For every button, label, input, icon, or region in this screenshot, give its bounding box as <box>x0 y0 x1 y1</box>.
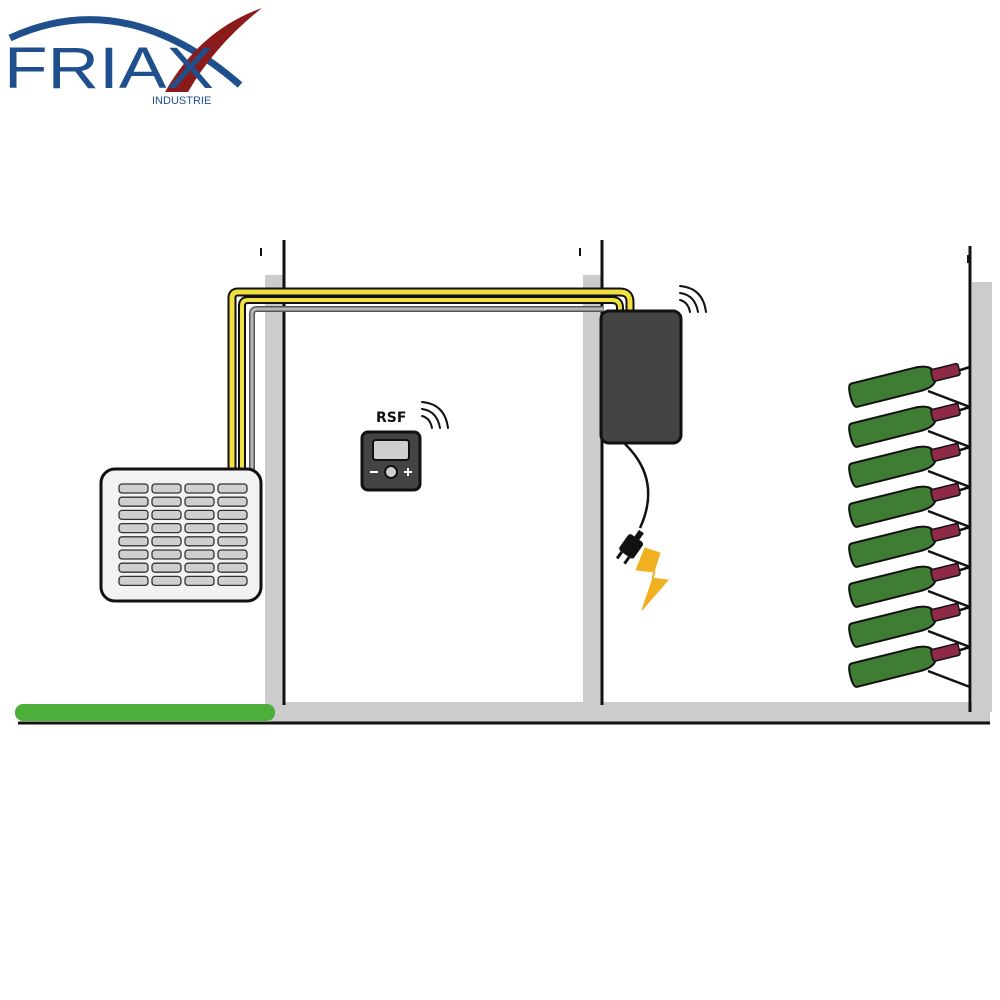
rack-bar <box>927 669 971 689</box>
grille-slot <box>151 483 182 494</box>
refrigerant-lines <box>227 287 635 470</box>
logo-subtitle: INDUSTRIE <box>152 95 211 107</box>
indoor-unit-box <box>599 285 707 611</box>
grille-slot <box>118 562 149 573</box>
bottles <box>848 362 961 688</box>
grille-slot <box>217 522 248 534</box>
grille-slot <box>118 575 149 587</box>
grille-slot <box>151 562 182 573</box>
grille-slot <box>118 483 149 494</box>
rack-bar <box>927 389 971 409</box>
grille-slot <box>217 562 248 573</box>
grille-slot <box>118 549 149 560</box>
wine-bottle-icon <box>848 642 961 688</box>
grille-slot <box>151 575 182 587</box>
plus-icon <box>404 468 412 476</box>
rack-bar <box>927 509 971 529</box>
grille-slot <box>217 575 248 587</box>
rack-bar <box>927 429 971 449</box>
bottle-neck <box>930 402 961 422</box>
rack-bar <box>927 629 971 649</box>
outdoor-condensing-unit <box>99 467 263 603</box>
wall-left <box>265 275 285 705</box>
controller-knob <box>384 465 398 479</box>
bottle-neck <box>930 562 961 582</box>
wine-bottle-icon <box>848 602 961 648</box>
grille-slot <box>118 509 149 521</box>
logo-wordmark: FRIAX <box>4 36 214 101</box>
wall-right <box>972 282 992 712</box>
power-cord <box>624 443 650 529</box>
grille-slot <box>184 575 215 587</box>
lightning-icon <box>635 547 669 611</box>
bottle-body <box>848 605 937 648</box>
grille-slot <box>184 536 215 547</box>
bottle-neck <box>930 362 961 382</box>
wine-bottle-icon <box>848 482 961 528</box>
wine-bottle-icon <box>848 402 961 448</box>
wine-bottle-icon <box>848 562 961 608</box>
grille-slot <box>151 536 182 547</box>
logo-arc <box>8 16 243 88</box>
grille-slot <box>184 483 215 494</box>
grille-slot <box>151 509 182 521</box>
grille-slot <box>118 536 149 547</box>
grille-slot <box>184 562 215 573</box>
bottle-body <box>848 565 937 608</box>
grille-slot <box>151 496 182 507</box>
grille-slot <box>217 496 248 507</box>
bottle-body <box>848 525 937 568</box>
grille-slots <box>118 483 248 587</box>
wine-bottle-icon <box>848 522 961 568</box>
grille-slot <box>217 549 248 560</box>
power-plug-icon <box>615 529 644 565</box>
bottle-body <box>848 405 937 448</box>
bottle-neck <box>930 442 961 462</box>
grille-slot <box>151 522 182 534</box>
rack-bar <box>927 469 971 489</box>
rack-bar <box>927 589 971 609</box>
wine-rack <box>848 362 971 689</box>
logo-swoosh <box>165 8 262 92</box>
grille-slot <box>184 522 215 534</box>
outdoor-ground <box>15 704 275 721</box>
bottle-body <box>848 485 937 528</box>
grille-slot <box>184 496 215 507</box>
grille-slot <box>217 483 248 494</box>
bottle-neck <box>930 642 961 662</box>
wifi-icon <box>421 401 449 429</box>
bottle-neck <box>930 602 961 622</box>
rack-bar <box>927 549 971 569</box>
grille-slot <box>217 509 248 521</box>
grille-slot <box>184 549 215 560</box>
bottle-body <box>848 645 937 688</box>
wifi-icon <box>679 285 707 313</box>
floor <box>270 702 990 722</box>
grille-slot <box>217 536 248 547</box>
controller-label: RSF <box>376 410 406 426</box>
friax-logo: FRIAX INDUSTRIE <box>4 8 262 107</box>
wine-bottle-icon <box>848 442 961 488</box>
grille-slot <box>151 549 182 560</box>
bottle-body <box>848 365 937 408</box>
grille-slot <box>184 509 215 521</box>
bottle-neck <box>930 522 961 542</box>
controller-screen <box>372 439 410 461</box>
grille-slot <box>118 496 149 507</box>
wall-middle <box>583 275 603 705</box>
grille-slot <box>118 522 149 534</box>
bottle-body <box>848 445 937 488</box>
wine-bottle-icon <box>848 362 961 408</box>
rsf-controller: RSF <box>360 401 449 492</box>
bottle-neck <box>930 482 961 502</box>
